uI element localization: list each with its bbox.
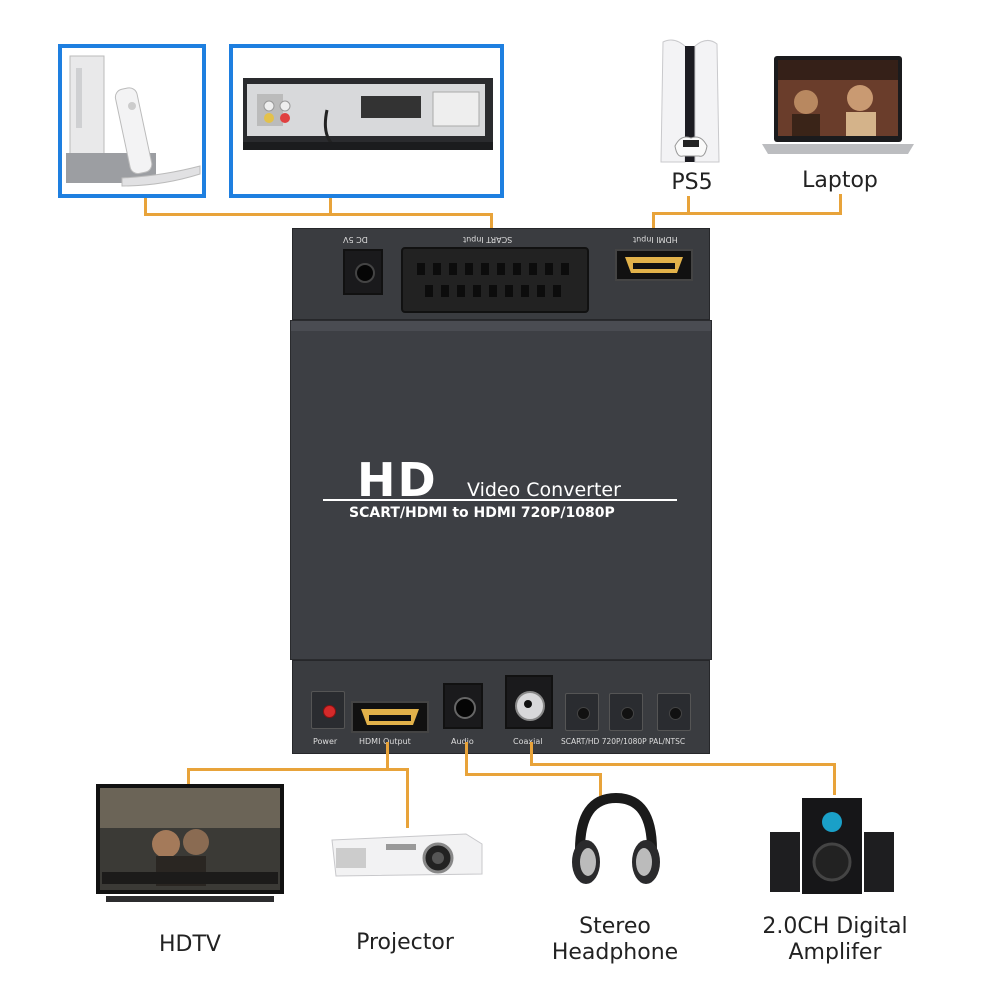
laptop-icon xyxy=(762,56,914,154)
hdmi-output-label: HDMI Output xyxy=(359,737,411,746)
coaxial-port xyxy=(505,675,553,729)
scart-port-label: SCART Input xyxy=(463,235,513,244)
ps5-icon xyxy=(660,39,720,163)
power-label: Power xyxy=(313,737,338,746)
hdtv-icon xyxy=(96,784,284,902)
projector-cable-vertical xyxy=(406,768,409,828)
coax-cable-drop xyxy=(530,742,533,766)
scart-hd-button[interactable] xyxy=(565,693,599,731)
brand-hd: HD xyxy=(357,453,438,507)
audio-jack xyxy=(443,683,483,729)
hdmi-in-cable-horizontal xyxy=(652,212,842,215)
wii-console-icon xyxy=(66,55,201,187)
resolution-button[interactable] xyxy=(609,693,643,731)
title-underline xyxy=(323,499,677,501)
hdtv-cable-horizontal xyxy=(187,768,409,771)
hdmi-input-port xyxy=(615,249,693,281)
dvd-cable-vertical xyxy=(329,198,332,216)
buttons-label: SCART/HD 720P/1080P PAL/NTSC xyxy=(561,737,686,746)
projector-label: Projector xyxy=(356,930,454,955)
converter-top-panel: DC 5V SCART Input HDMI Input xyxy=(292,228,710,320)
hdtv-cable-vertical xyxy=(187,768,190,790)
ps5-cable-vertical xyxy=(687,196,690,215)
headphone-cable-vertical xyxy=(599,773,602,799)
hdmi-output-port xyxy=(351,701,429,733)
converter-body: HD Video Converter SCART/HDMI to HDMI 72… xyxy=(290,320,712,660)
audio-label: Audio xyxy=(451,737,474,746)
hdmi-in-cable-drop xyxy=(652,212,655,232)
amp-cable-horizontal xyxy=(530,763,836,766)
headphone-icon xyxy=(572,792,660,884)
pal-ntsc-button[interactable] xyxy=(657,693,691,731)
converter-title: Video Converter xyxy=(467,479,621,501)
headphone-label-line2: Headphone xyxy=(551,940,679,965)
amp-cable-vertical xyxy=(833,763,836,795)
scart-cable-drop xyxy=(490,213,493,231)
audio-cable-drop xyxy=(465,742,468,776)
laptop-cable-vertical xyxy=(839,194,842,215)
power-indicator xyxy=(311,691,345,729)
amp-label-line2: Amplifer xyxy=(788,940,882,965)
projector-icon xyxy=(331,833,483,877)
coaxial-label: Coaxial xyxy=(513,737,543,746)
converter-bottom-panel: Power HDMI Output Audio Coaxial SCART/HD… xyxy=(292,660,710,754)
hdmi-in-port-label: HDMI Input xyxy=(633,235,678,244)
wii-cable-vertical xyxy=(144,198,147,216)
scart-connector xyxy=(401,247,589,313)
scart-cable-horizontal xyxy=(144,213,493,216)
converter-subtitle: SCART/HDMI to HDMI 720P/1080P xyxy=(349,505,615,521)
ps5-label: PS5 xyxy=(671,170,713,195)
dc-port-label: DC 5V xyxy=(343,235,368,244)
headphone-cable-horizontal xyxy=(465,773,602,776)
dc-jack xyxy=(343,249,383,295)
amp-label-line1: 2.0CH Digital xyxy=(762,914,908,939)
dvd-player-box xyxy=(229,44,504,198)
wii-console-box xyxy=(58,44,206,198)
laptop-label: Laptop xyxy=(802,168,878,193)
hdmi-out-cable-drop xyxy=(386,742,389,771)
dvd-player-icon xyxy=(243,78,493,150)
hdtv-label: HDTV xyxy=(159,932,221,957)
headphone-label-line1: Stereo xyxy=(579,914,651,939)
amplifier-icon xyxy=(770,798,894,894)
